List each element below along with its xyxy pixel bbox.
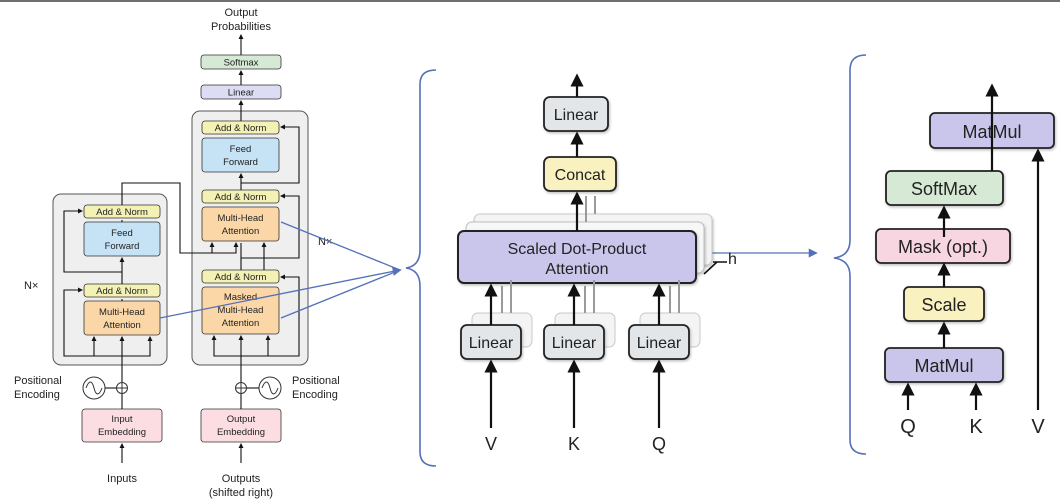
- decoder-masked-mha: [201, 286, 280, 335]
- decoder-feed-forward-label-1: Feed: [230, 144, 252, 155]
- encoder-mha-label-1: Multi-Head: [99, 307, 145, 318]
- input-v-label: V: [485, 434, 497, 454]
- concat-block: [543, 156, 617, 192]
- linear-label: Linear: [228, 88, 254, 99]
- masked-mha-label-2: Multi-Head: [218, 305, 264, 316]
- inputs-label: Inputs: [107, 473, 137, 485]
- masked-mha-label-3: Attention: [222, 318, 260, 329]
- positional-encoding-left-icon: [82, 376, 106, 400]
- input-embedding-label-1: Input: [111, 414, 132, 425]
- scaled-dot-product-panel: MatMul SoftMax Mask (opt.) Scale MatMul …: [875, 83, 1055, 438]
- linear-v-label: Linear: [469, 335, 514, 352]
- positional-encoding-right-2: Encoding: [292, 389, 338, 401]
- encoder-feed-forward-label-2: Forward: [105, 241, 140, 252]
- decoder-feed-forward-label-2: Forward: [223, 157, 258, 168]
- linear-k-label: Linear: [552, 335, 597, 352]
- positional-encoding-right-1: Positional: [292, 375, 340, 387]
- decoder-feed-forward: [201, 137, 280, 173]
- output-embedding-label-2: Embedding: [217, 427, 265, 438]
- encoder-feed-forward-label-1: Feed: [111, 228, 133, 239]
- output-linear-label: Linear: [554, 107, 599, 124]
- multi-head-connectors: [484, 73, 666, 428]
- positional-encoding-left-2: Encoding: [14, 389, 60, 401]
- positional-encoding-left-1: Positional: [14, 375, 62, 387]
- softmax-label-2: SoftMax: [911, 179, 977, 199]
- multi-head-shadow-connectors: [501, 196, 680, 313]
- right-brace: [833, 54, 867, 455]
- scaled-dot-connectors: [901, 83, 1045, 410]
- input-k-label-2: K: [969, 416, 983, 438]
- add-right-icon: [235, 382, 247, 394]
- matmul-bottom-label: MatMul: [914, 356, 973, 376]
- top-edge: [0, 0, 1060, 2]
- outputs-label-1: Outputs: [222, 473, 261, 485]
- scale-label: Scale: [921, 295, 966, 315]
- input-v-label-2: V: [1031, 416, 1045, 438]
- transformer-panel: Output Probabilities Softmax Linear Add …: [14, 7, 340, 499]
- heads-bracket: [703, 261, 727, 275]
- sdpa-label-2: Attention: [545, 261, 608, 278]
- encoder-add-norm-1-label: Add & Norm: [96, 286, 148, 297]
- concat-label: Concat: [555, 167, 606, 184]
- linear-q-label: Linear: [637, 335, 682, 352]
- decoder-add-norm-3-label: Add & Norm: [215, 123, 267, 134]
- output-probabilities-label: Output: [224, 7, 257, 19]
- sdpa-label-1: Scaled Dot-Product: [508, 241, 647, 258]
- softmax-block-2: [885, 170, 1004, 206]
- output-embedding-label-1: Output: [227, 414, 256, 425]
- output-probabilities-label-2: Probabilities: [211, 21, 271, 33]
- encoder-mha-label-2: Attention: [103, 320, 141, 331]
- transformer-connectors: [63, 34, 300, 463]
- decoder-add-norm-2-label: Add & Norm: [215, 192, 267, 203]
- encoder-nx-label: N×: [24, 280, 38, 292]
- left-brace: [405, 69, 437, 467]
- multi-head-attention-panel: Scaled Dot-Product Attention Linear Line…: [457, 73, 737, 454]
- input-embedding-label-2: Embedding: [98, 427, 146, 438]
- mask-label: Mask (opt.): [898, 237, 988, 257]
- softmax-label: Softmax: [224, 58, 259, 69]
- encoder-add-norm-2-label: Add & Norm: [96, 207, 148, 218]
- masked-mha-label-1: Masked: [224, 292, 257, 303]
- heads-label: h: [728, 251, 737, 268]
- outputs-label-2: (shifted right): [209, 487, 273, 499]
- decoder-mha-label-2: Attention: [222, 226, 260, 237]
- input-q-label-2: Q: [900, 416, 916, 438]
- decoder-add-norm-1-label: Add & Norm: [215, 272, 267, 283]
- decoder-mha-label-1: Multi-Head: [218, 213, 264, 224]
- add-left-icon: [116, 382, 128, 394]
- decoder-multi-head-attention: [201, 206, 280, 242]
- input-k-label: K: [568, 434, 580, 454]
- input-q-label: Q: [652, 434, 666, 454]
- positional-encoding-right-icon: [258, 376, 282, 400]
